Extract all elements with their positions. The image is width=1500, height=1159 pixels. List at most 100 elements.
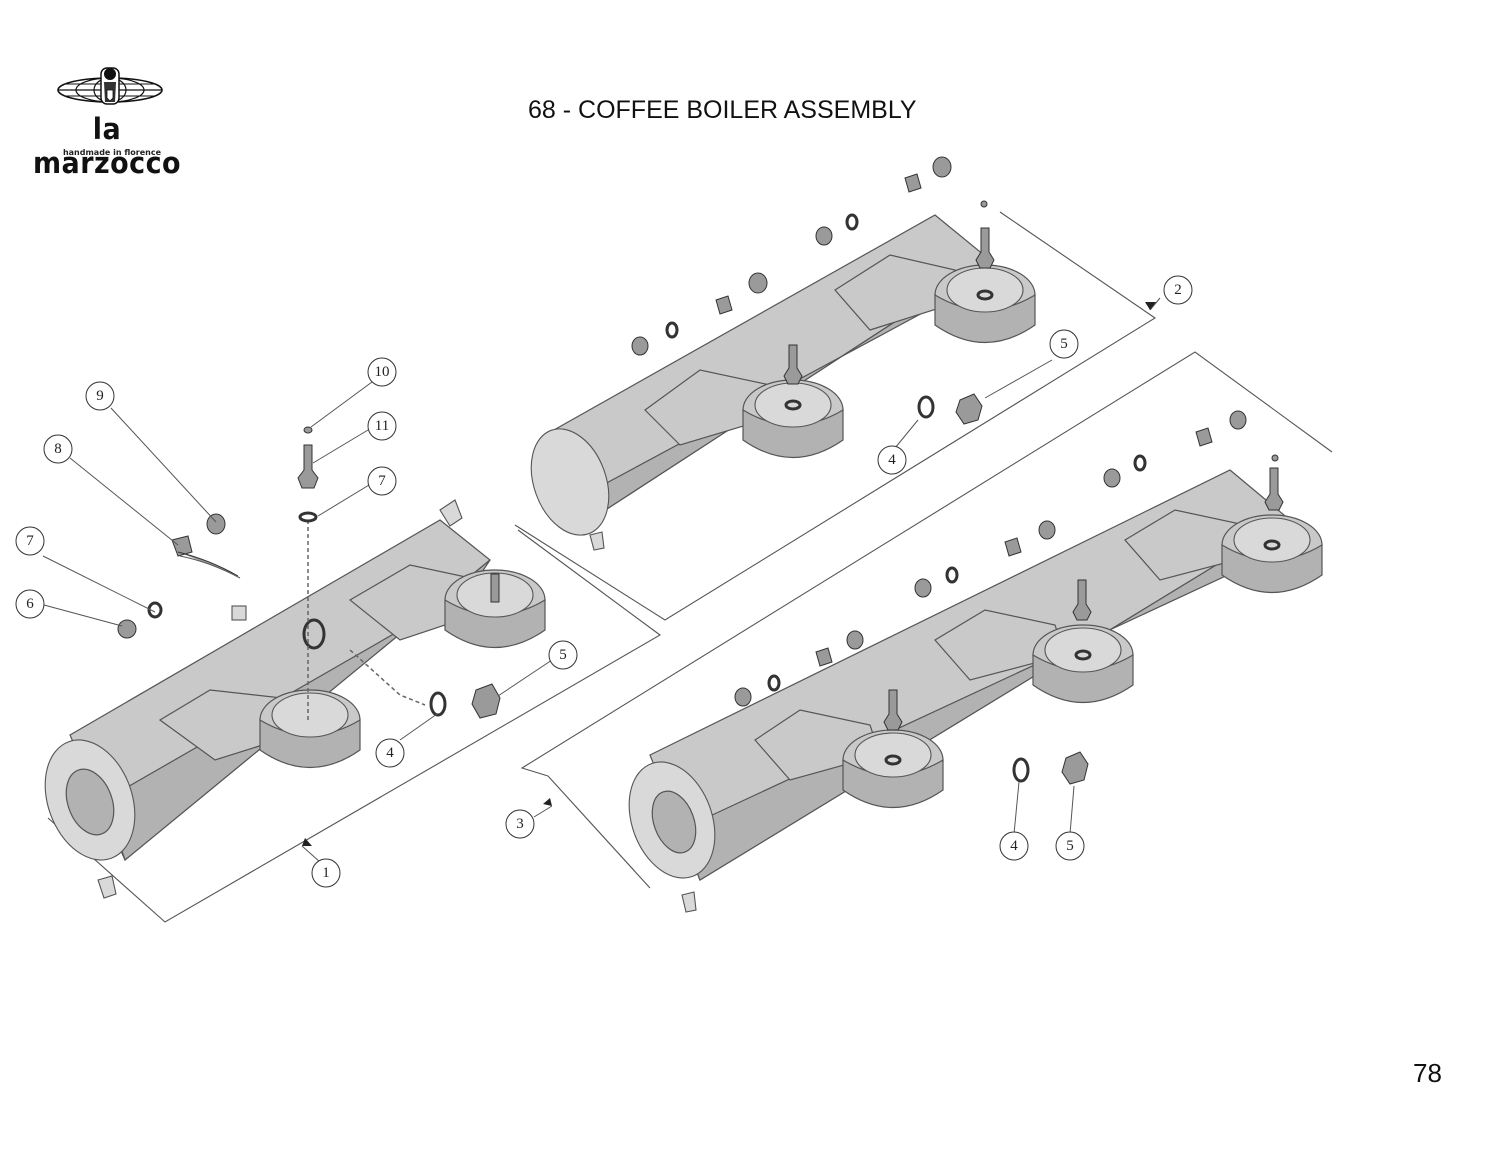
part-8-probe xyxy=(171,535,239,577)
assembly-1-bracket xyxy=(47,529,662,923)
assembly-2-part-5-nut xyxy=(955,393,983,425)
callout-2[interactable]: 2 xyxy=(1163,275,1193,305)
assembly-3-cup-2-seal xyxy=(1074,649,1092,661)
svg-text:7: 7 xyxy=(26,533,34,549)
callout-5-assembly-1[interactable]: 5 xyxy=(548,640,578,670)
svg-text:7: 7 xyxy=(378,473,386,489)
assembly-3-part-4-gasket xyxy=(1012,757,1030,783)
assembly-1-tube-port xyxy=(65,768,115,836)
assembly-2-part-4-gasket xyxy=(917,395,935,419)
assembly-2-tube-end xyxy=(530,428,610,536)
assembly-1-fitting xyxy=(490,573,500,603)
assembly-2-plug-1 xyxy=(631,336,649,356)
page-number: 78 xyxy=(1413,1058,1442,1088)
assembly-3-washer xyxy=(1271,454,1279,462)
assembly-2-boiler-tube xyxy=(544,214,992,521)
svg-text:8: 8 xyxy=(54,441,62,457)
assembly-3-part-5-nut xyxy=(1061,751,1089,785)
part-8-probe-lead xyxy=(179,555,241,579)
assembly-3-probe-2 xyxy=(1004,537,1022,557)
callout-9[interactable]: 9 xyxy=(85,381,115,411)
assembly-3-plug-1 xyxy=(734,687,752,707)
assembly-2-arrow-icon xyxy=(1145,302,1156,310)
callout-4-assembly-3[interactable]: 4 xyxy=(999,831,1029,861)
part-7-o-ring-top xyxy=(298,511,318,523)
callout-7-top[interactable]: 7 xyxy=(367,466,397,496)
part-10-washer xyxy=(303,426,313,434)
assembly-1 xyxy=(44,426,662,923)
part-11-fitting xyxy=(297,444,319,489)
callout-1[interactable]: 1 xyxy=(311,858,341,888)
assembly-2-plug-2 xyxy=(815,226,833,246)
svg-text:2: 2 xyxy=(1174,282,1182,298)
assembly-2-ring-2 xyxy=(845,213,859,231)
callout-7-side[interactable]: 7 xyxy=(15,526,45,556)
brand-name: la marzocco xyxy=(32,112,182,180)
assembly-2-leaders xyxy=(894,297,1161,449)
assembly-2-nut-2 xyxy=(932,156,952,178)
assembly-3-bracket-side xyxy=(547,775,651,889)
assembly-3-probe-3 xyxy=(1195,427,1213,447)
svg-text:5: 5 xyxy=(559,647,567,663)
svg-text:5: 5 xyxy=(1060,336,1068,352)
callout-5-assembly-3[interactable]: 5 xyxy=(1055,831,1085,861)
assembly-2-group-cup-1-inner xyxy=(754,382,832,428)
svg-text:10: 10 xyxy=(375,364,390,380)
assembly-3-bracket xyxy=(520,351,1333,777)
assembly-2-probe-1 xyxy=(715,295,733,315)
svg-text:6: 6 xyxy=(26,596,34,612)
assembly-2-probe-2 xyxy=(904,173,922,193)
callout-4-assembly-2[interactable]: 4 xyxy=(877,445,907,475)
assembly-1-mount-tab xyxy=(97,875,117,899)
svg-text:4: 4 xyxy=(888,452,896,468)
assembly-2-bracket xyxy=(514,211,1157,621)
brand-tagline: handmade in florence xyxy=(62,148,162,157)
assembly-3-cup-1-seal xyxy=(884,754,902,766)
assembly-3-ring-1 xyxy=(767,674,781,692)
assembly-3-cup-3-seal xyxy=(1263,539,1281,551)
assembly-3-fitting-1 xyxy=(883,689,903,731)
callout-11[interactable]: 11 xyxy=(367,411,397,441)
assembly-2-cup-1-seal xyxy=(784,399,802,411)
assembly-3-nut-1 xyxy=(846,630,864,650)
callout-6[interactable]: 6 xyxy=(15,589,45,619)
callout-10[interactable]: 10 xyxy=(367,357,397,387)
assembly-3-plug-2 xyxy=(914,578,932,598)
callout-8[interactable]: 8 xyxy=(43,434,73,464)
assembly-1-leaders xyxy=(42,381,553,863)
assembly-1-rear-tab xyxy=(439,499,463,527)
brand-logo: la marzocco handmade in florence xyxy=(10,62,210,180)
globe-lion-emblem-icon xyxy=(57,67,163,105)
assembly-3-plug-3 xyxy=(1103,468,1121,488)
svg-text:4: 4 xyxy=(386,745,394,761)
assembly-3-arrow-icon xyxy=(543,798,552,806)
part-7-o-ring-side xyxy=(147,601,163,619)
assembly-3-fitting-3 xyxy=(1264,467,1284,511)
part-6-plug xyxy=(117,619,137,639)
assembly-3 xyxy=(520,351,1333,913)
assembly-2 xyxy=(514,156,1157,621)
assembly-3-ring-3 xyxy=(1133,454,1147,472)
assembly-3-leaders xyxy=(533,781,1075,835)
assembly-2-mount-tab xyxy=(589,531,605,551)
assembly-2-washer xyxy=(980,200,988,208)
part-4-gasket xyxy=(429,691,447,717)
assembly-3-probe-1 xyxy=(815,647,833,667)
callout-5-assembly-2[interactable]: 5 xyxy=(1049,329,1079,359)
assembly-3-fitting-2 xyxy=(1072,579,1092,621)
callout-3[interactable]: 3 xyxy=(505,809,535,839)
svg-text:1: 1 xyxy=(322,865,330,881)
assembly-3-tube-port xyxy=(651,790,697,854)
svg-text:5: 5 xyxy=(1066,838,1074,854)
assembly-3-ring-2 xyxy=(945,566,959,584)
svg-text:11: 11 xyxy=(375,418,389,434)
assembly-2-cup-2-seal xyxy=(976,289,994,301)
assembly-3-mount-tab xyxy=(681,891,697,913)
assembly-3-nut-2 xyxy=(1038,520,1056,540)
part-5-nut xyxy=(471,683,501,719)
assembly-2-fitting-2 xyxy=(975,227,995,269)
assembly-1-side-axis xyxy=(349,649,426,706)
assembly-3-nut-3 xyxy=(1229,410,1247,430)
callout-4-assembly-1[interactable]: 4 xyxy=(375,738,405,768)
